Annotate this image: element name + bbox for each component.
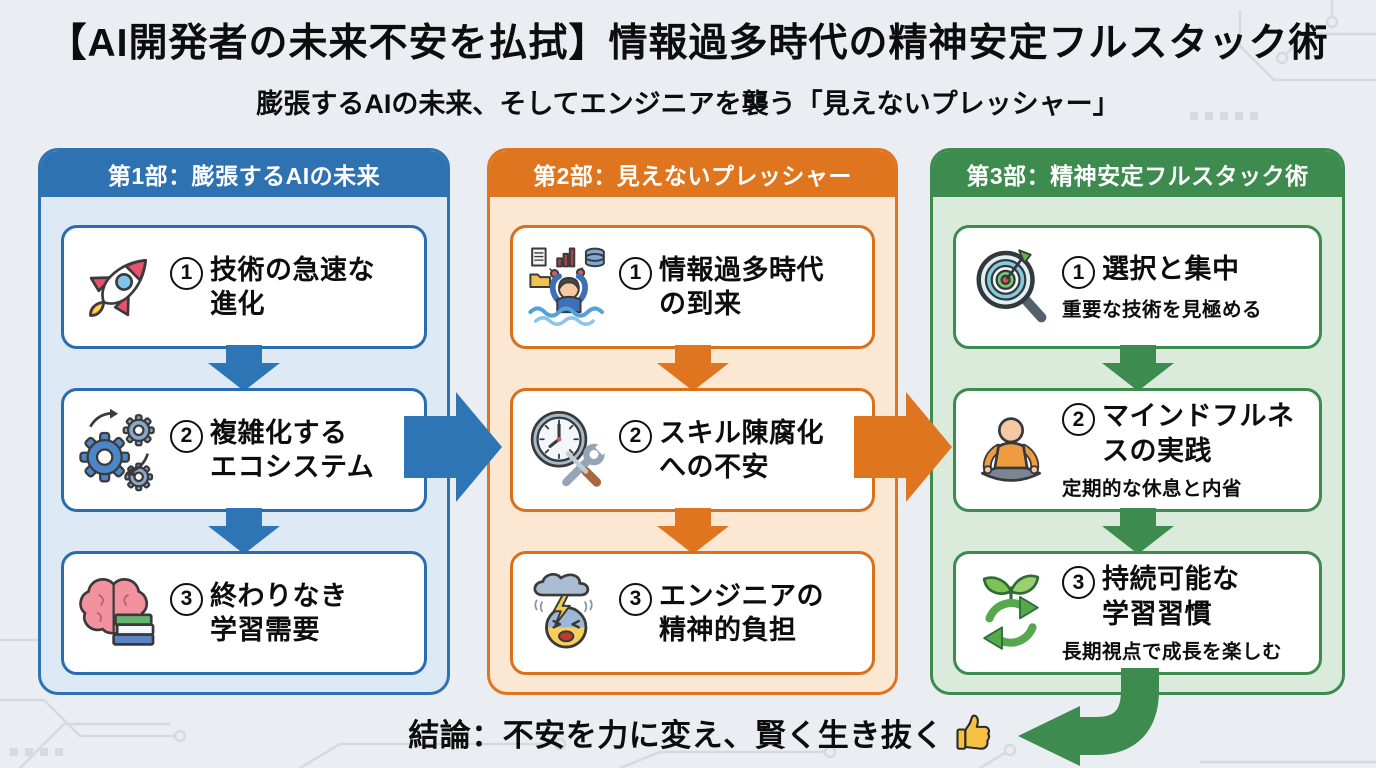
flow-box-sustainable-learning: 3 持続可能な 学習習慣 長期視点で成長を楽しむ bbox=[953, 551, 1322, 675]
brain-books-icon bbox=[76, 570, 162, 656]
step-number: 3 bbox=[619, 582, 652, 616]
box-title: 選択と集中 bbox=[1102, 254, 1240, 284]
curved-arrow-to-conclusion-icon bbox=[1018, 668, 1159, 766]
box-title: 持続可能な 学習習慣 bbox=[1102, 564, 1240, 629]
meditation-icon bbox=[968, 407, 1054, 493]
flow-box-mindfulness: 2 マインドフルネ スの実践 定期的な休息と内省 bbox=[953, 388, 1322, 512]
box-title: 情報過多時代 の到来 bbox=[659, 254, 824, 319]
flow-arrow-part1-to-part2-icon bbox=[404, 392, 502, 502]
sustainable-growth-icon bbox=[968, 570, 1054, 656]
step-number: 1 bbox=[619, 256, 652, 290]
panel-part1-header: 第1部：膨張するAIの未来 bbox=[41, 151, 447, 197]
box-title: スキル陳腐化 への不安 bbox=[659, 417, 824, 482]
flow-box-selection-focus: 1 選択と集中 重要な技術を見極める bbox=[953, 225, 1322, 349]
box-title: 終わりなき 学習需要 bbox=[210, 580, 348, 645]
panel-part3-header: 第3部：精神安定フルスタック術 bbox=[933, 151, 1342, 197]
panel-part2: 第2部：見えないプレッシャー bbox=[487, 148, 898, 695]
down-arrow-icon bbox=[1101, 508, 1174, 554]
storm-stress-icon bbox=[525, 570, 611, 656]
down-arrow-icon bbox=[656, 508, 729, 554]
step-number: 2 bbox=[619, 419, 652, 453]
flow-box-skill-obsolescence: 2 スキル陳腐化 への不安 bbox=[510, 388, 875, 512]
thumbs-up-icon bbox=[956, 713, 990, 750]
flow-box-tech-evolution: 1 技術の急速な 進化 bbox=[61, 225, 427, 349]
step-number: 1 bbox=[170, 256, 203, 290]
clock-tools-icon bbox=[525, 407, 611, 493]
target-magnifier-icon bbox=[968, 244, 1054, 330]
flow-box-endless-learning: 3 終わりなき 学習需要 bbox=[61, 551, 427, 675]
box-title: エンジニアの 精神的負担 bbox=[659, 580, 824, 645]
gears-icon bbox=[76, 407, 162, 493]
panel-part2-header: 第2部：見えないプレッシャー bbox=[490, 151, 895, 197]
flow-box-mental-burden: 3 エンジニアの 精神的負担 bbox=[510, 551, 875, 675]
flow-box-information-overload: 1 情報過多時代 の到来 bbox=[510, 225, 875, 349]
box-subtitle: 定期的な休息と内省 bbox=[1062, 477, 1243, 500]
information-overload-icon bbox=[525, 244, 611, 330]
flow-box-complex-ecosystem: 2 複雑化する エコシステム bbox=[61, 388, 427, 512]
box-subtitle: 重要な技術を見極める bbox=[1062, 299, 1263, 321]
down-arrow-icon bbox=[1101, 345, 1174, 391]
box-subtitle: 長期視点で成長を楽しむ bbox=[1062, 640, 1283, 663]
box-title: マインドフルネ スの実践 bbox=[1102, 401, 1295, 466]
page-title: 【AI開発者の未来不安を払拭】情報過多時代の精神安定フルスタック術 bbox=[47, 22, 1329, 65]
box-title: 技術の急速な 進化 bbox=[210, 254, 375, 319]
down-arrow-icon bbox=[208, 345, 280, 391]
step-number: 1 bbox=[1062, 256, 1095, 289]
panel-part3: 第3部：精神安定フルスタック術 1 選択と集中 重 bbox=[930, 148, 1345, 695]
down-arrow-icon bbox=[656, 345, 729, 391]
conclusion-text: 結論：不安を力に変え、賢く生き抜く bbox=[408, 718, 944, 753]
rocket-icon bbox=[76, 244, 162, 330]
step-number: 2 bbox=[1062, 403, 1095, 437]
step-number: 3 bbox=[1062, 566, 1095, 600]
step-number: 3 bbox=[170, 582, 203, 616]
panel-part1: 第1部：膨張するAIの未来 1 技術の急速な 進化 bbox=[38, 148, 450, 695]
box-title: 複雑化する エコシステム bbox=[210, 417, 375, 482]
page-subtitle: 膨張するAIの未来、そしてエンジニアを襲う「見えないプレッシャー」 bbox=[256, 89, 1120, 119]
flow-arrow-part2-to-part3-icon bbox=[854, 392, 952, 502]
step-number: 2 bbox=[170, 419, 203, 453]
conclusion-line: 結論：不安を力に変え、賢く生き抜く bbox=[352, 710, 1052, 755]
down-arrow-icon bbox=[208, 508, 280, 554]
